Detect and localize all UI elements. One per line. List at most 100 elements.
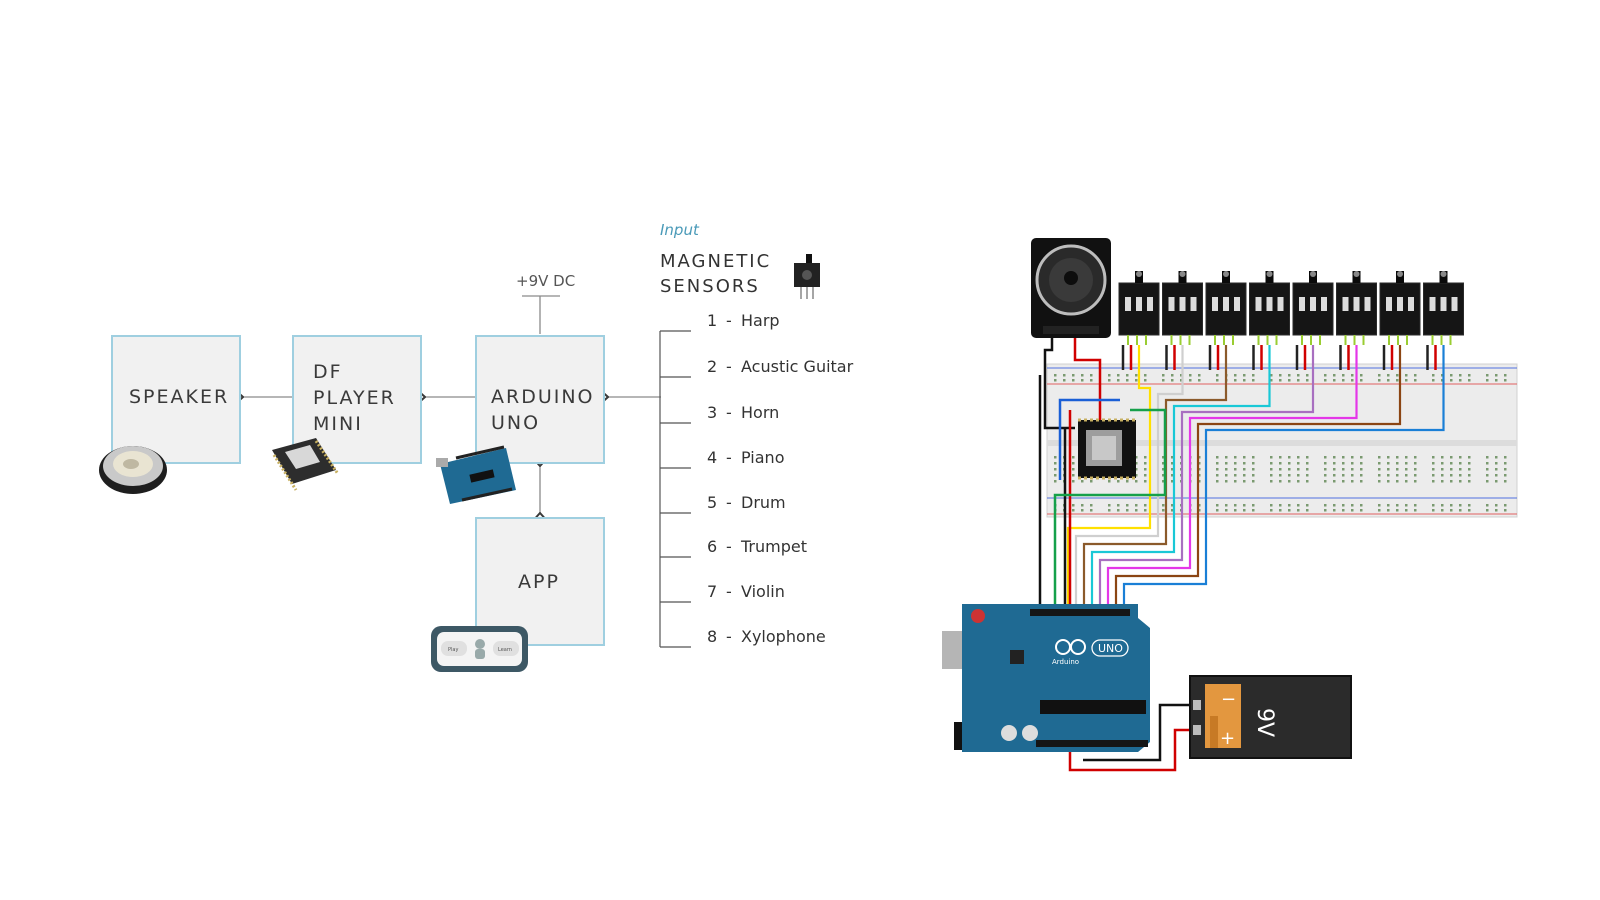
breadboard-hole [1387,379,1390,382]
breadboard-hole [1234,480,1237,483]
breadboard-hole [1216,374,1219,377]
sensor-name: Trumpet [740,537,807,556]
breadboard-hole [1414,509,1417,512]
breadboard-hole [1441,480,1444,483]
breadboard-hole [1216,504,1219,507]
breadboard-hole [1414,474,1417,477]
breadboard-hole [1441,504,1444,507]
breadboard-hole [1198,480,1201,483]
speaker-label: SPEAKER [129,386,229,408]
breadboard-hole [1324,462,1327,465]
hall-sensor-pin-block [1223,297,1229,311]
breadboard-hole [1351,504,1354,507]
breadboard-hole [1234,379,1237,382]
breadboard-hole [1081,379,1084,382]
battery-9v: − + 9V [1189,675,1352,759]
breadboard-hole [1234,468,1237,471]
breadboard-hole [1081,374,1084,377]
breadboard-hole [1468,379,1471,382]
breadboard-hole [1450,462,1453,465]
breadboard-hole [1432,456,1435,459]
breadboard-hole [1333,462,1336,465]
breadboard-hole [1234,474,1237,477]
breadboard-hole [1171,374,1174,377]
breadboard-hole [1360,509,1363,512]
breadboard-hole [1117,480,1120,483]
breadboard-hole [1279,379,1282,382]
breadboard-hole [1198,374,1201,377]
sensor-separator: - [726,537,732,556]
breadboard-hole [1468,504,1471,507]
breadboard-hole [1333,474,1336,477]
hall-sensor-dot [1310,271,1316,277]
breadboard-hole [1342,480,1345,483]
breadboard-hole [1288,379,1291,382]
arduino-infinity-icon [1055,639,1086,655]
breadboard-hole [1234,374,1237,377]
breadboard-hole [1234,462,1237,465]
arduino-brand-text: Arduino [1052,658,1079,666]
breadboard-hole [1378,480,1381,483]
breadboard-hole [1243,456,1246,459]
breadboard-hole [1135,468,1138,471]
hall-sensor-pin-block [1353,297,1360,311]
breadboard-hole [1279,456,1282,459]
breadboard-hole [1324,474,1327,477]
breadboard-hole [1198,474,1201,477]
breadboard-hole [1450,456,1453,459]
breadboard-hole [1405,379,1408,382]
breadboard-hole [1270,468,1273,471]
breadboard-hole [1270,379,1273,382]
breadboard-hole [1162,374,1165,377]
hall-sensor-modules [1118,271,1464,345]
breadboard-hole [1450,474,1453,477]
breadboard-hole [1450,480,1453,483]
breadboard-hole [1387,374,1390,377]
breadboard-hole [1432,480,1435,483]
breadboard-hole [1414,462,1417,465]
breadboard-hole [1279,480,1282,483]
df-player-label-3: MINI [313,413,363,435]
breadboard-hole [1054,462,1057,465]
breadboard-hole [1504,374,1507,377]
breadboard-hole [1495,374,1498,377]
breadboard-hole [1486,480,1489,483]
breadboard-hole [1243,474,1246,477]
breadboard-hole [1270,474,1273,477]
breadboard-hole [1495,468,1498,471]
breadboard-hole [1144,456,1147,459]
breadboard-hole [1441,379,1444,382]
breadboard-hole [1342,509,1345,512]
breadboard-hole [1297,456,1300,459]
breadboard-hole [1396,379,1399,382]
breadboard-hole [1342,379,1345,382]
breadboard-hole [1387,504,1390,507]
breadboard-hole [1216,474,1219,477]
input-title-1: MAGNETIC [660,251,771,272]
breadboard-hole [1396,456,1399,459]
breadboard-hole [1135,456,1138,459]
breadboard-hole [1171,468,1174,471]
sensor-separator: - [726,582,732,601]
hall-sensor-pin-block [1277,297,1284,311]
breadboard-hole [1252,374,1255,377]
breadboard-hole [1333,504,1336,507]
breadboard-hole [1162,480,1165,483]
breadboard-hole [1288,480,1291,483]
app-play-text: Play [448,647,458,653]
breadboard-hole [1351,509,1354,512]
breadboard-hole [1225,480,1228,483]
sensor-signal-wire [1114,345,1402,615]
breadboard-hole [1468,456,1471,459]
hall-sensor-pin-block [1136,297,1142,311]
dfplayer-module-icon [272,438,340,491]
hall-sensor-pin-block [1212,297,1218,311]
breadboard-hole [1486,379,1489,382]
breadboard-hole [1396,468,1399,471]
breadboard-hole [1351,480,1354,483]
breadboard-hole [1351,462,1354,465]
arduino-label-1: ARDUINO [491,386,595,408]
breadboard-hole [1351,456,1354,459]
battery-minus: − [1221,689,1236,710]
sensor-number: 7 [707,582,717,601]
